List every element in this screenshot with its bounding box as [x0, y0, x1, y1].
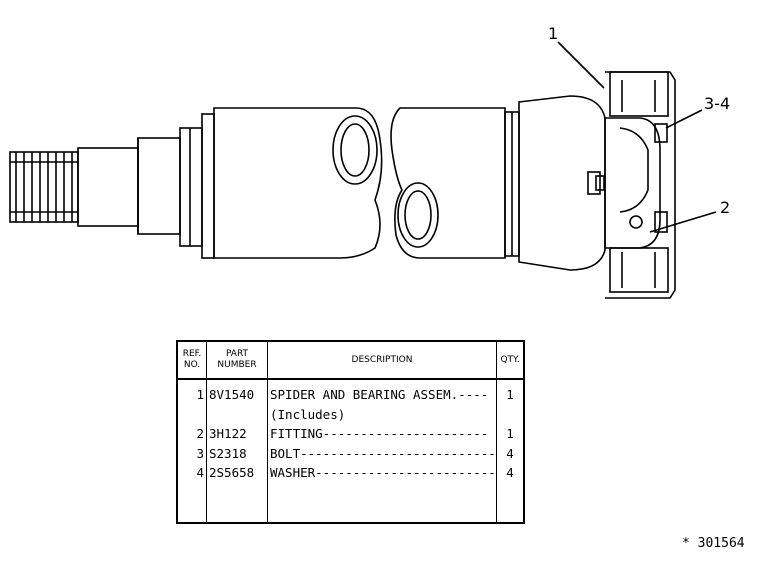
header-ref-line2: NO.	[183, 360, 201, 370]
header-part-number: PART NUMBER	[206, 341, 268, 380]
cell-ref: 4	[176, 463, 207, 483]
leader-line-1	[557, 41, 605, 89]
leader-line-3-4	[665, 109, 703, 129]
cell-ref	[176, 406, 207, 426]
callout-2: 2	[720, 198, 731, 217]
tube-right	[390, 107, 506, 259]
cell-part-number: 3H122	[206, 425, 268, 445]
driveshaft-illustration	[9, 41, 717, 299]
callout-3-4: 3-4	[704, 94, 731, 113]
tube-left	[213, 107, 383, 259]
cell-part-number: 8V1540	[206, 379, 268, 407]
table-row: 3 S2318 BOLT--------------------------- …	[176, 444, 525, 464]
table-row: (Includes)	[176, 406, 525, 426]
drawing-number: * 301564	[682, 536, 745, 551]
cell-ref: 3	[176, 444, 207, 464]
header-part-line1: PART	[225, 349, 249, 359]
cell-description: (Includes)	[267, 406, 497, 426]
parts-list-table: REF. NO. PART NUMBER DESCRIPTION QTY. 1 …	[176, 340, 525, 524]
header-description: DESCRIPTION	[267, 341, 497, 380]
cell-empty	[496, 483, 525, 523]
cell-qty: 4	[496, 444, 525, 464]
cell-description: SPIDER AND BEARING ASSEM.----	[267, 379, 497, 407]
cell-description: BOLT---------------------------	[267, 444, 497, 464]
cell-qty: 4	[496, 463, 525, 483]
cell-description: FITTING----------------------	[267, 425, 497, 445]
table-header-row: REF. NO. PART NUMBER DESCRIPTION QTY.	[176, 341, 525, 380]
cell-ref: 2	[176, 425, 207, 445]
cell-part-number: S2318	[206, 444, 268, 464]
table-row: 2 3H122 FITTING---------------------- 1	[176, 425, 525, 445]
cell-empty	[267, 483, 497, 523]
cell-empty	[176, 483, 207, 523]
spider-bearing-assembly	[587, 71, 676, 299]
cell-description: WASHER-------------------------	[267, 463, 497, 483]
splined-shaft-end	[9, 151, 79, 223]
table-row: 1 8V1540 SPIDER AND BEARING ASSEM.---- 1	[176, 379, 525, 407]
table-row: 4 2S5658 WASHER-------------------------…	[176, 463, 525, 483]
yoke-cone	[518, 95, 606, 271]
cell-qty: 1	[496, 425, 525, 445]
cell-empty	[206, 483, 268, 523]
header-ref-line1: REF.	[182, 349, 202, 359]
table-empty-row	[176, 483, 525, 523]
header-ref-no: REF. NO.	[176, 341, 207, 380]
header-part-line2: NUMBER	[217, 360, 257, 370]
callout-1: 1	[548, 24, 559, 43]
cell-part-number: 2S5658	[206, 463, 268, 483]
cell-ref: 1	[176, 379, 207, 407]
cell-qty: 1	[496, 379, 525, 407]
leader-line-2	[649, 211, 717, 233]
cell-qty	[496, 406, 525, 426]
header-qty: QTY.	[496, 341, 525, 380]
cell-part-number	[206, 406, 268, 426]
